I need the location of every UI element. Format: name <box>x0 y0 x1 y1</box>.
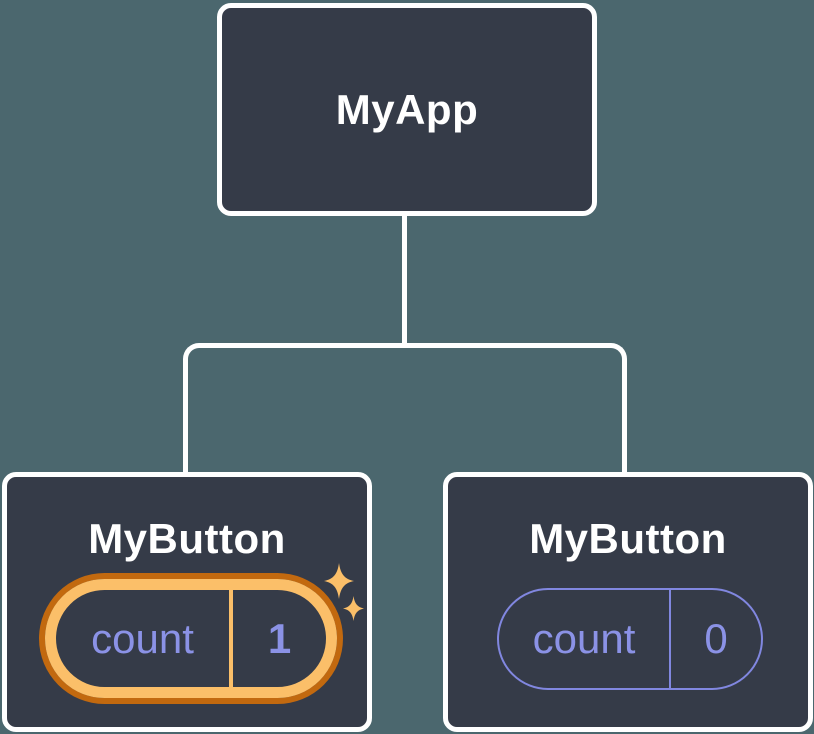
node-mybutton-left: MyButton count 1 <box>2 472 372 732</box>
node-myapp-title: MyApp <box>335 85 479 133</box>
state-divider <box>229 590 233 687</box>
sparkle-large-icon <box>324 563 354 599</box>
connector-stem <box>402 214 407 348</box>
node-mybutton-right: MyButton count 0 <box>443 472 813 732</box>
connector-branch <box>183 343 627 472</box>
node-mybutton-right-title: MyButton <box>529 515 727 562</box>
node-mybutton-left-title: MyButton <box>88 515 286 562</box>
sparkle-small-icon <box>343 596 364 621</box>
state-value: 1 <box>267 614 292 662</box>
node-myapp: MyApp <box>217 3 597 216</box>
state-label: count <box>532 615 636 662</box>
state-value: 0 <box>704 615 728 662</box>
state-divider <box>669 590 671 688</box>
state-pill-highlighted: count 1 <box>45 579 337 698</box>
state-pill: count 0 <box>497 588 763 690</box>
state-label: count <box>91 614 194 662</box>
